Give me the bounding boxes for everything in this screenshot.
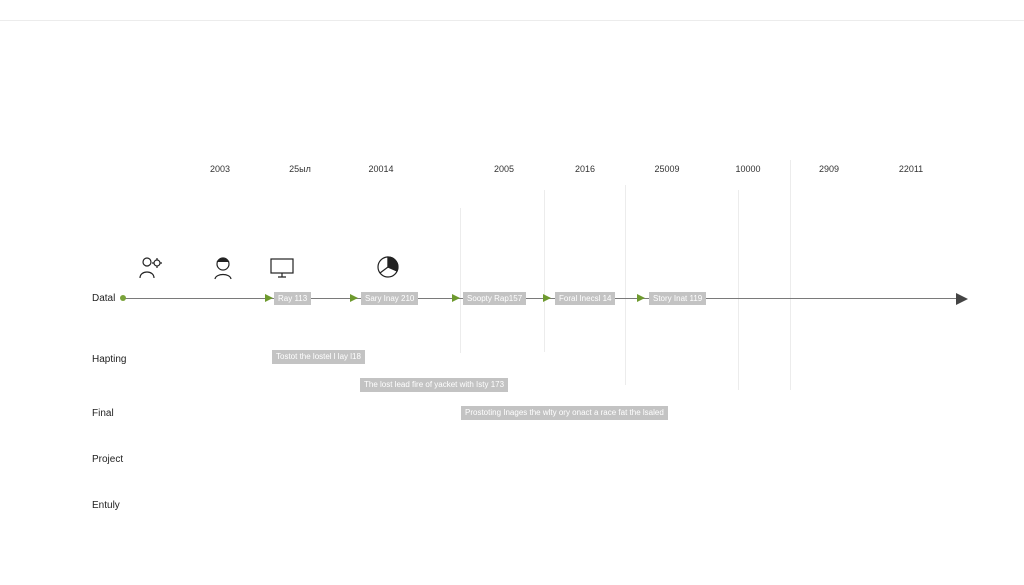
segment-arrow [452,294,460,302]
timeline-start-dot [120,295,126,301]
bg-divider [790,160,791,390]
milestone-label: Ray 113 [274,292,312,305]
year-label: 20014 [368,164,394,174]
row-label: Entuly [92,500,120,511]
milestone-label: Soopty Rap157 [463,292,527,305]
segment-arrow [543,294,551,302]
bg-divider [625,185,626,385]
segment-arrow [637,294,645,302]
bg-divider [0,20,1024,21]
timeline-arrowhead [956,293,968,305]
year-label: 25ыл [289,164,311,174]
task-bar: Tostot the lostel l lay l18 [272,350,365,364]
bg-divider [460,208,461,353]
year-label: 2909 [818,164,840,174]
user-gear-icon [137,254,163,280]
pie-chart-icon [375,254,401,280]
timeline-axis [123,298,959,299]
task-bar: The lost lead fire of yacket with Isty 1… [360,378,509,392]
row-label: Datal [92,293,116,304]
person-icon [210,254,236,280]
row-label: Project [92,454,124,465]
year-label: 22011 [898,164,924,174]
milestone-label: Foral Inecsl 14 [555,292,616,305]
year-label: 2016 [574,164,596,174]
milestone-label: Story Inat 119 [649,292,707,305]
monitor-icon [269,254,295,280]
bg-divider [544,190,545,352]
milestone-label: Sary Inay 210 [361,292,419,305]
year-label: 2005 [493,164,515,174]
row-label: Hapting [92,354,127,365]
task-bar: Prostoting Inages the wlty ory onact a r… [461,406,668,420]
year-label: 10000 [735,164,761,174]
row-label: Final [92,408,114,419]
segment-arrow [265,294,273,302]
year-label: 25009 [654,164,680,174]
segment-arrow [350,294,358,302]
year-label: 2003 [209,164,231,174]
bg-divider [738,190,739,390]
